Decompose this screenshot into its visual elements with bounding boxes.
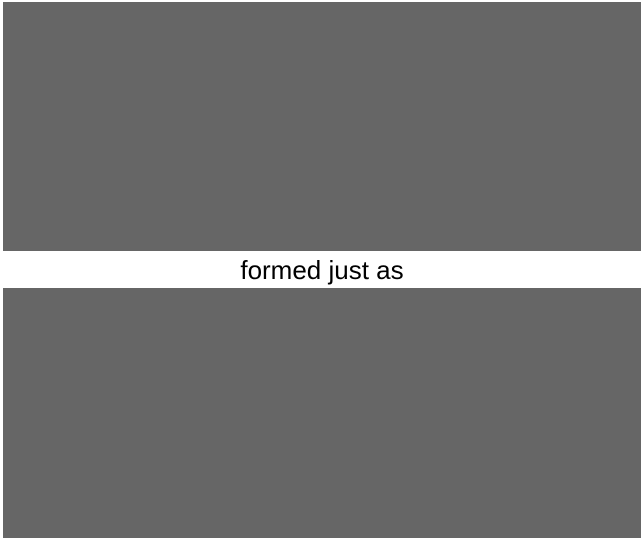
caption-text: formed just as <box>240 254 404 285</box>
top-gray-panel <box>3 2 641 251</box>
bottom-gray-panel <box>3 288 641 538</box>
caption-band: formed just as <box>0 251 644 288</box>
